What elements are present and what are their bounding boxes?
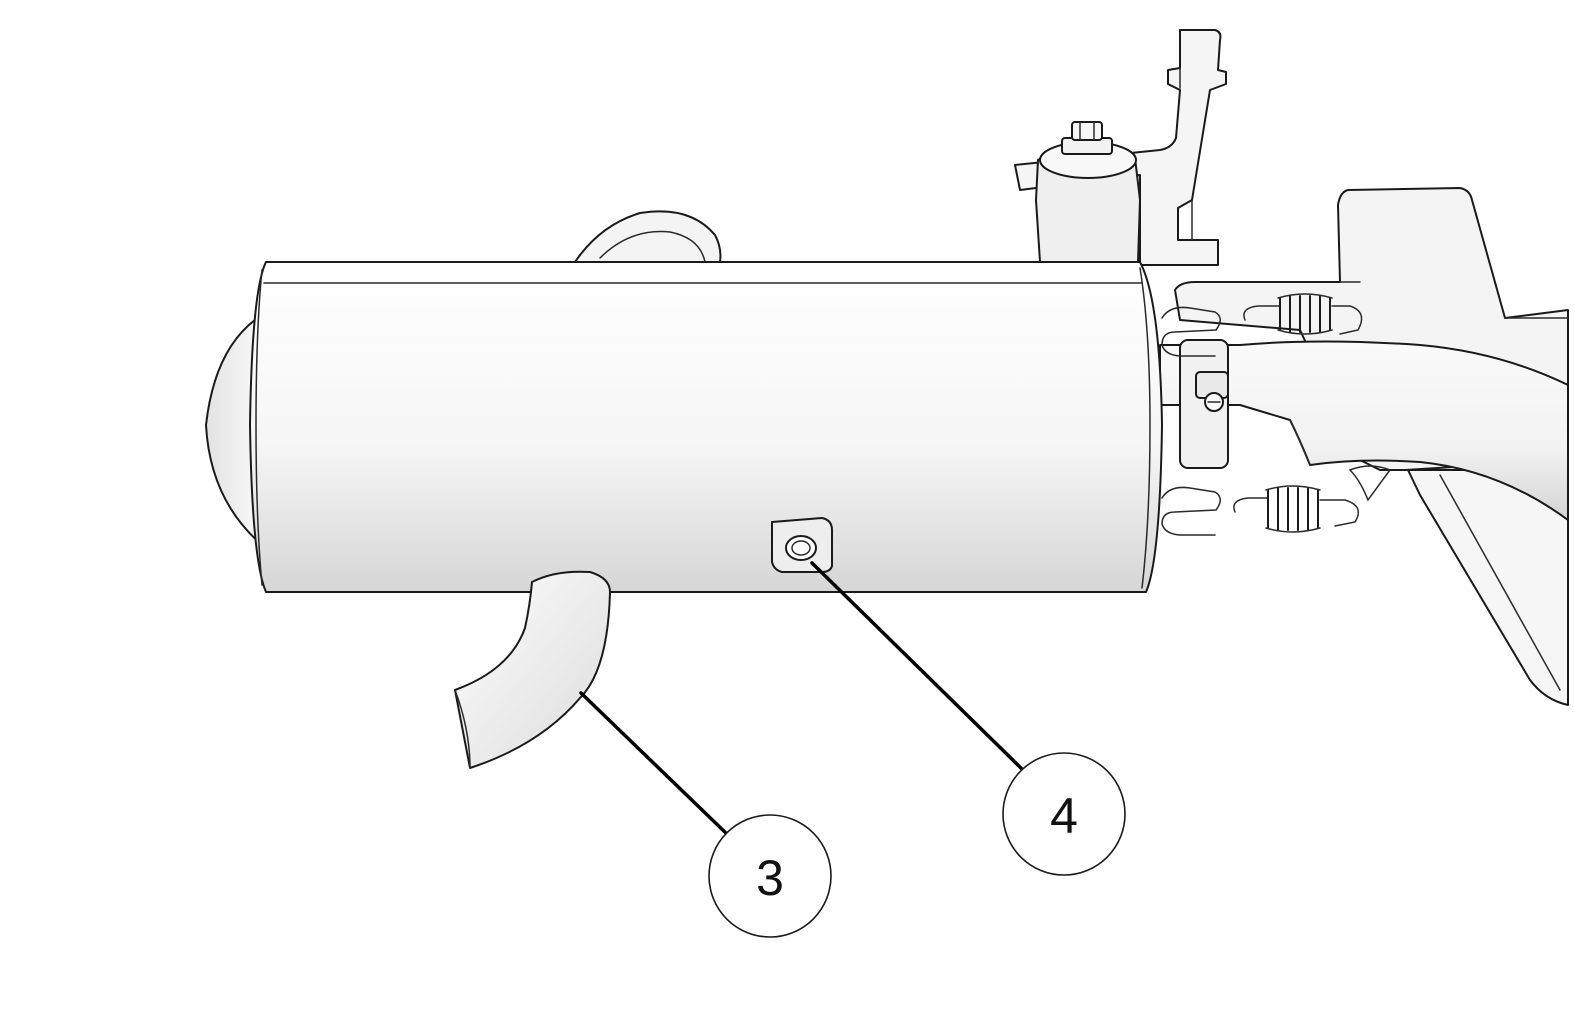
tailpipe-elbow: [454, 570, 611, 769]
sensor-boss: [771, 517, 833, 573]
pipe-clamp: [1179, 339, 1229, 469]
rubber-isolator: [1035, 121, 1141, 263]
rear-hanger-boss: [574, 210, 722, 263]
exhaust-inlet-pipe: [1159, 340, 1569, 521]
muffler-end-cap: [205, 314, 263, 546]
muffler-body: [249, 261, 1163, 593]
callout-3: 3: [708, 814, 832, 938]
spring-lower: [1161, 465, 1392, 536]
callout-3-leader: [579, 691, 730, 837]
callout-4-label: 4: [1050, 788, 1078, 844]
spring-upper: [1161, 293, 1363, 357]
callout-4: 4: [1002, 752, 1126, 876]
callout-3-circle: [708, 814, 832, 938]
callout-4-circle: [1002, 752, 1126, 876]
frame-strut-lower: [1407, 469, 1569, 706]
callout-3-label: 3: [756, 850, 784, 906]
callout-4-leader: [810, 561, 1025, 772]
mounting-bracket-top: [1014, 29, 1227, 266]
